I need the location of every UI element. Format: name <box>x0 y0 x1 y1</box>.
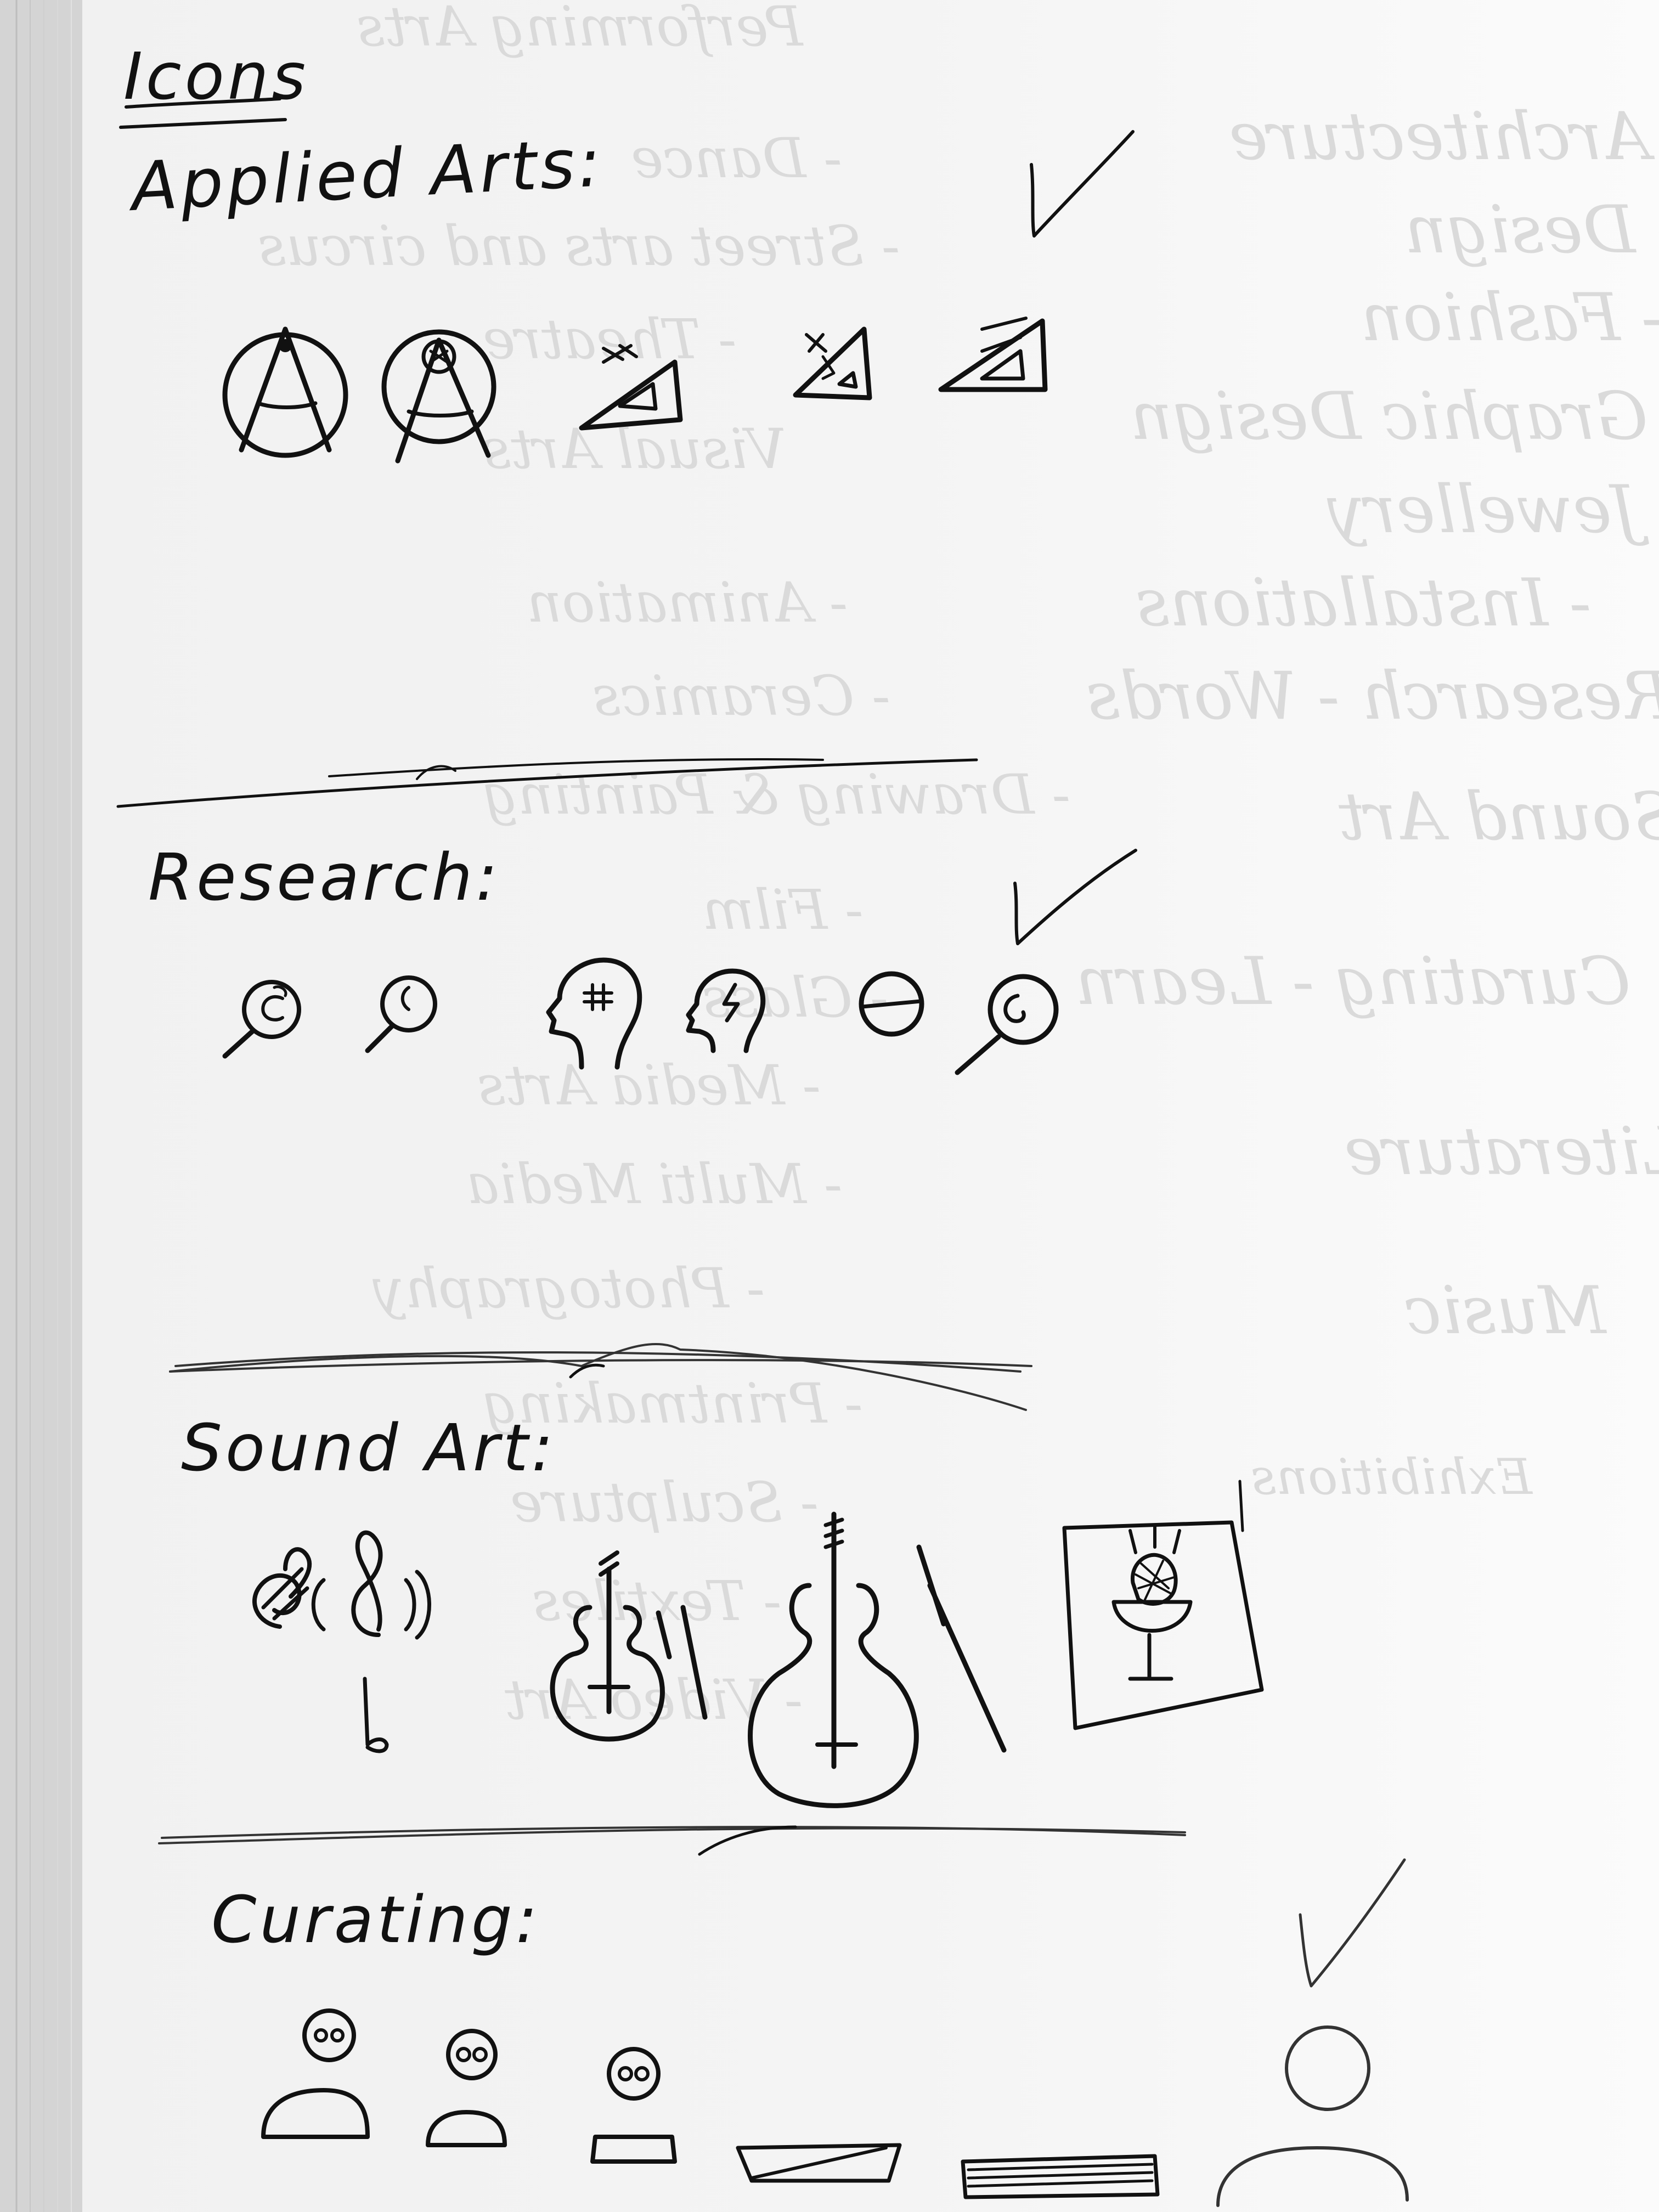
checkmark-icon <box>1030 130 1135 238</box>
curator-person-3-icon <box>590 2047 677 2164</box>
section-heading-research: Research: <box>148 839 501 915</box>
set-square-icon <box>579 344 683 431</box>
page-binding-edge <box>0 0 82 2212</box>
globe-icon <box>859 971 924 1037</box>
section-heading-sound-art: Sound Art: <box>181 1410 557 1486</box>
microphone-frame-icon <box>1062 1480 1264 1730</box>
checkmark-icon <box>1299 1858 1406 1988</box>
magnifier-icon <box>365 975 437 1053</box>
head-bolt-icon <box>686 968 766 1053</box>
cello-icon <box>748 1511 1007 1808</box>
curator-person-outline-icon <box>1216 2025 1409 2207</box>
treble-clef-icon <box>252 1530 431 1753</box>
compass-gear-icon <box>381 329 496 464</box>
magnifier-c-icon <box>222 980 301 1059</box>
section-divider <box>158 1825 1186 1856</box>
section-heading-curating: Curating: <box>211 1882 541 1957</box>
curator-person-1-icon <box>261 2008 370 2139</box>
set-square-small-icon <box>793 326 872 400</box>
section-divider <box>169 1343 1032 1411</box>
checkmark-icon <box>1013 849 1137 945</box>
pedestal-1-icon <box>736 2143 902 2183</box>
head-hash-icon <box>546 957 642 1070</box>
curator-person-2-icon <box>426 2029 507 2147</box>
title-underline <box>119 97 287 129</box>
compass-icon <box>222 326 348 458</box>
violin-icon <box>550 1550 708 1742</box>
pedestal-2-icon <box>961 2154 1160 2199</box>
magnifier-large-icon <box>955 974 1059 1075</box>
set-square-large-icon <box>938 317 1048 392</box>
section-divider <box>116 758 978 808</box>
